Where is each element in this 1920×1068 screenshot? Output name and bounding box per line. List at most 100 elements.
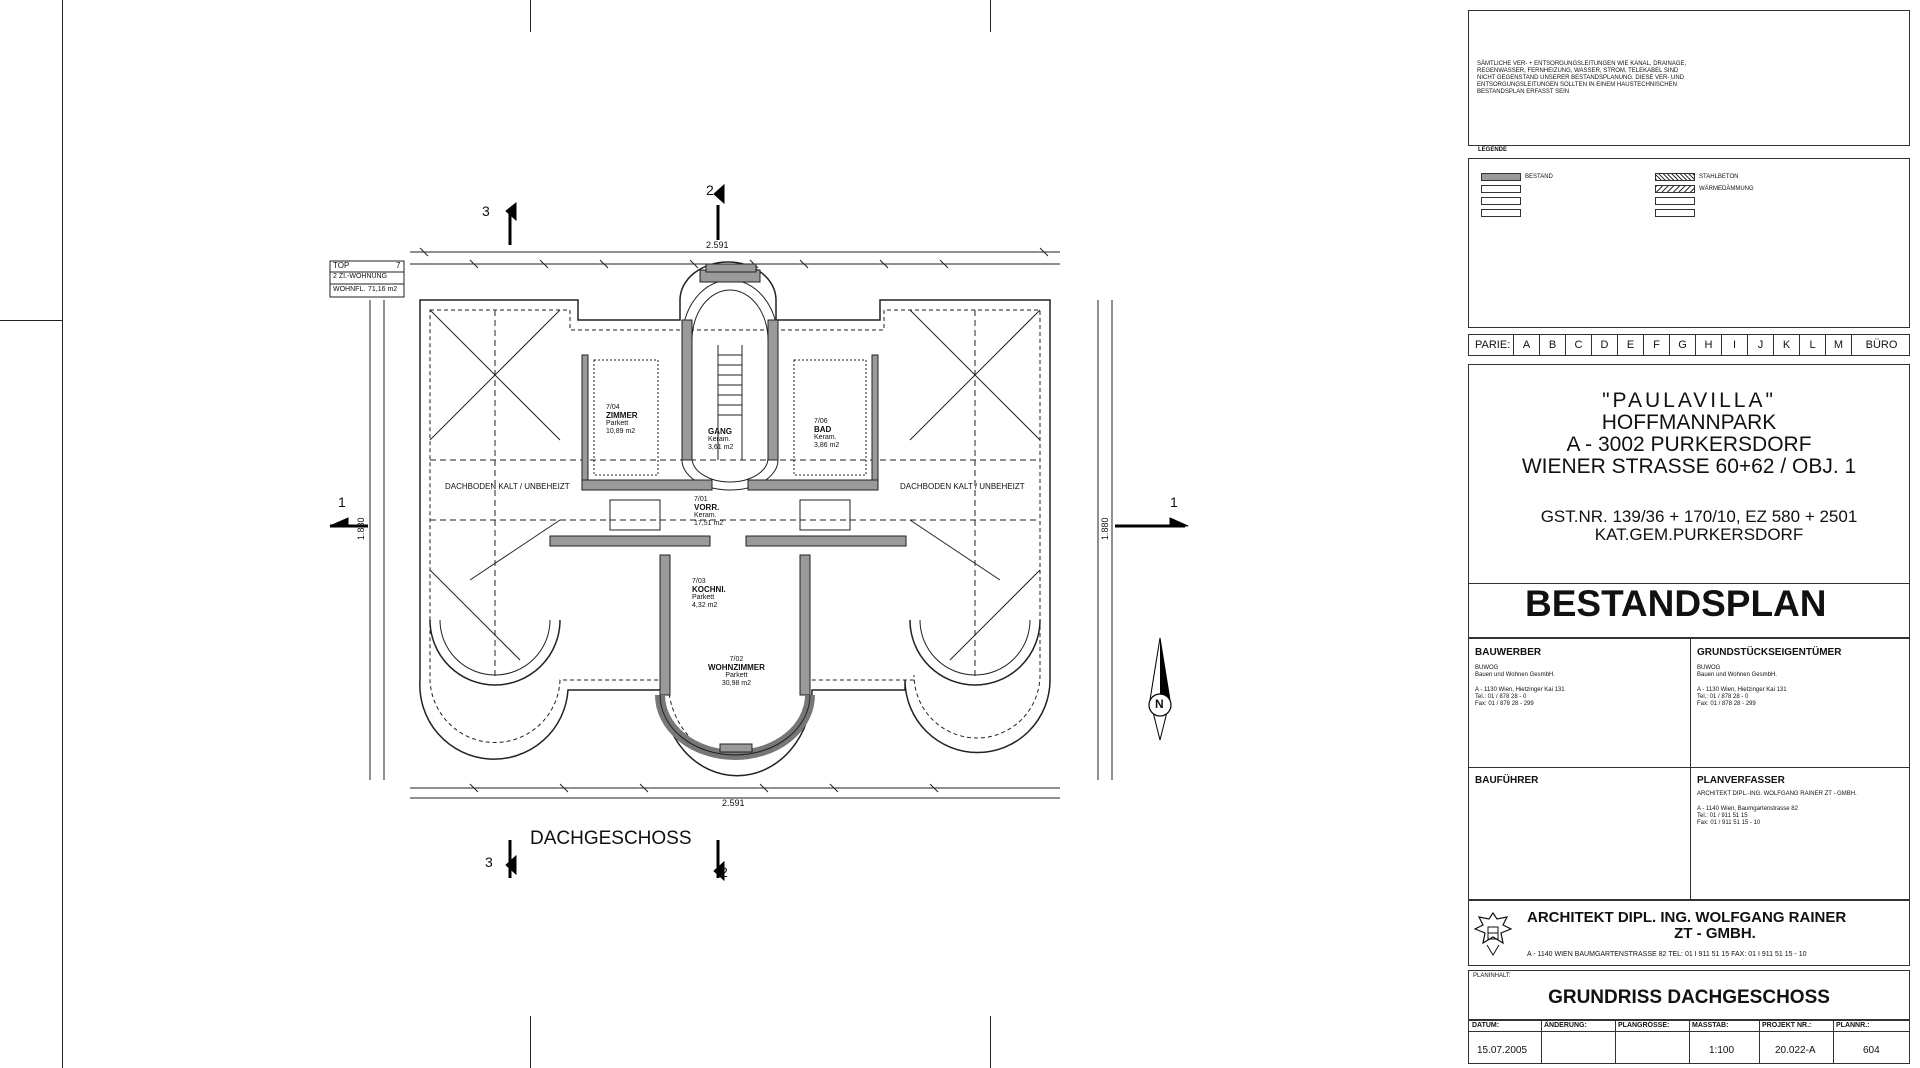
plan-type: BESTANDSPLAN [1525, 583, 1827, 624]
parie-cell: I [1721, 335, 1747, 355]
dimension-bottom: 2.591 [722, 798, 745, 808]
room-label: 7/04 ZIMMER Parkett 10,89 m2 [606, 404, 638, 435]
room-label: 7/06 BAD Keram. 3,86 m2 [814, 418, 840, 449]
sheet-fold-mark [0, 320, 62, 321]
architect-address: A - 1140 WIEN BAUMGARTENSTRASSE 82 TEL: … [1527, 951, 1807, 958]
parie-cell: K [1773, 335, 1799, 355]
meta-head-massstab: MASSTAB: [1692, 1022, 1729, 1029]
legend-swatch [1655, 197, 1695, 205]
project-town: A - 3002 PURKERSDORF [1566, 433, 1812, 456]
sheet-fold-mark [530, 0, 531, 32]
parie-cell: C [1565, 335, 1591, 355]
title-block: SÄMTLICHE VER- + ENTSORGUNGSLEITUNGEN WI… [1468, 8, 1914, 1066]
architect-name: ARCHITEKT DIPL. ING. WOLFGANG RAINER [1527, 909, 1847, 926]
bauwerber-info: BUWOG Bauen und Wohnen GesmbH. A - 1130 … [1475, 665, 1565, 707]
parie-cell: G [1669, 335, 1695, 355]
planinhalt-box: PLANINHALT: GRUNDRISS DACHGESCHOSS [1468, 970, 1910, 1020]
planinhalt-label: PLANINHALT: [1473, 973, 1511, 979]
legend-stahlbeton: STAHLBETON [1699, 174, 1739, 180]
legend-waermedaemmung: WÄRMEDÄMMUNG [1699, 186, 1754, 192]
architect-box: ARCHITEKT DIPL. ING. WOLFGANG RAINER ZT … [1468, 900, 1910, 966]
parie-cell: B [1539, 335, 1565, 355]
meta-projekt: 20.022-A [1775, 1045, 1816, 1056]
legend-swatch [1655, 209, 1695, 217]
plan-title: DACHGESCHOSS [530, 828, 692, 849]
legend-swatch [1481, 209, 1521, 217]
parie-cell: H [1695, 335, 1721, 355]
dimension-right: 1.880 [1100, 517, 1110, 540]
section-marker-1-right: 1 [1170, 494, 1178, 510]
planverfasser-info: ARCHITEKT DIPL.-ING. WOLFGANG RAINER ZT … [1697, 791, 1857, 826]
parie-cell: M [1825, 335, 1851, 355]
parie-cell: BÜRO [1851, 335, 1911, 355]
planinhalt: GRUNDRISS DACHGESCHOSS [1548, 987, 1830, 1008]
meta-head-projekt: PROJEKT NR.: [1762, 1022, 1812, 1029]
sheet-fold-mark [530, 1016, 531, 1068]
eigentuemer-info: BUWOG Bauen und Wohnen GesmbH. A - 1130 … [1697, 665, 1787, 707]
project-park: HOFFMANNPARK [1601, 411, 1777, 434]
top-tag-area-label: WOHNFL. [333, 286, 366, 293]
sheet-fold-mark [990, 1016, 991, 1068]
top-tag-area: 71,16 m2 [368, 286, 398, 293]
top-tag-label: TOP [333, 261, 350, 270]
meta-datum: 15.07.2005 [1477, 1045, 1528, 1056]
parie-cell: E [1617, 335, 1643, 355]
project-gst: GST.NR. 139/36 + 170/10, EZ 580 + 2501 [1540, 507, 1858, 526]
top-tag-number: 7 [396, 261, 401, 270]
legend-swatch-bestand [1481, 173, 1521, 181]
dimension-top: 2.591 [706, 240, 729, 250]
meta-massstab: 1:100 [1709, 1045, 1735, 1056]
top-tag-type: 2 ZI.-WOHNUNG [333, 273, 388, 280]
architect-name-2: ZT - GMBH. [1674, 925, 1756, 942]
room-label: 7/05 GANG Keram. 3,61 m2 [708, 427, 734, 452]
planverfasser-label: PLANVERFASSER [1697, 775, 1785, 786]
parie-cell: F [1643, 335, 1669, 355]
attic-label-right: DACHBODEN KALT / UNBEHEIZT [900, 482, 1025, 491]
parie-cell: L [1799, 335, 1825, 355]
parie-cell: A [1513, 335, 1539, 355]
parie-row: PARIE: A B C D E F G H I J K L M BÜRO [1468, 334, 1910, 356]
meta-head-aenderung: ÄNDERUNG: [1544, 1022, 1587, 1029]
section-marker-3-bottom: 3 [485, 854, 493, 870]
sheet-left-border [62, 0, 63, 1068]
dimension-left: 1.880 [356, 517, 366, 540]
notes-box: SÄMTLICHE VER- + ENTSORGUNGSLEITUNGEN WI… [1468, 10, 1910, 146]
project-box: "PAULAVILLA" HOFFMANNPARK A - 3002 PURKE… [1468, 364, 1910, 638]
north-label: N [1155, 697, 1164, 711]
parie-cell: J [1747, 335, 1773, 355]
section-marker-2-bottom: 2 [720, 864, 728, 880]
section-marker-3-top: 3 [482, 203, 490, 219]
legend-title: LEGENDE [1478, 147, 1508, 153]
meta-head-plannr: PLANNR.: [1836, 1022, 1870, 1029]
bauwerber-label: BAUWERBER [1475, 647, 1542, 658]
project-name: "PAULAVILLA" [1602, 389, 1776, 412]
attic-label-left: DACHBODEN KALT / UNBEHEIZT [445, 482, 570, 491]
meta-plannr: 604 [1863, 1045, 1880, 1056]
parties-box: BAUWERBER BUWOG Bauen und Wohnen GesmbH.… [1468, 638, 1910, 900]
legend-box: BESTAND STAHLBETON WÄRMEDÄMMUNG [1468, 158, 1910, 328]
room-label: 7/02 WOHNZIMMER Parkett 30,98 m2 [708, 656, 765, 687]
section-marker-1-left: 1 [338, 494, 346, 510]
project-katgem: KAT.GEM.PURKERSDORF [1594, 525, 1804, 544]
room-label: 7/01 VORR. Keram. 17,51 m2 [694, 496, 724, 527]
notes-text: SÄMTLICHE VER- + ENTSORGUNGSLEITUNGEN WI… [1477, 61, 1687, 95]
eigentuemer-label: GRUNDSTÜCKSEIGENTÜMER [1697, 647, 1842, 658]
north-arrow-icon [1148, 637, 1172, 741]
room-label: 7/03 KOCHNI. Parkett 4,32 m2 [692, 578, 726, 609]
legend-bestand: BESTAND [1525, 174, 1553, 180]
project-street: WIENER STRASSE 60+62 / OBJ. 1 [1521, 455, 1857, 478]
sheet-fold-mark [990, 0, 991, 32]
baufuehrer-label: BAUFÜHRER [1475, 775, 1539, 786]
floor-plan-drawing [329, 183, 1189, 882]
legend-swatch-stahlbeton [1655, 173, 1695, 181]
parie-cell: D [1591, 335, 1617, 355]
eagle-emblem-icon [1473, 911, 1513, 956]
parie-label: PARIE: [1475, 339, 1511, 351]
meta-row: DATUM: ÄNDERUNG: PLANGRÖSSE: MASSTAB: PR… [1468, 1020, 1910, 1064]
meta-head-plangroesse: PLANGRÖSSE: [1618, 1022, 1670, 1029]
section-marker-2-top: 2 [706, 182, 714, 198]
legend-swatch-waermedaemmung [1655, 185, 1695, 193]
legend-swatch [1481, 197, 1521, 205]
meta-head-datum: DATUM: [1472, 1022, 1500, 1029]
legend-swatch [1481, 185, 1521, 193]
